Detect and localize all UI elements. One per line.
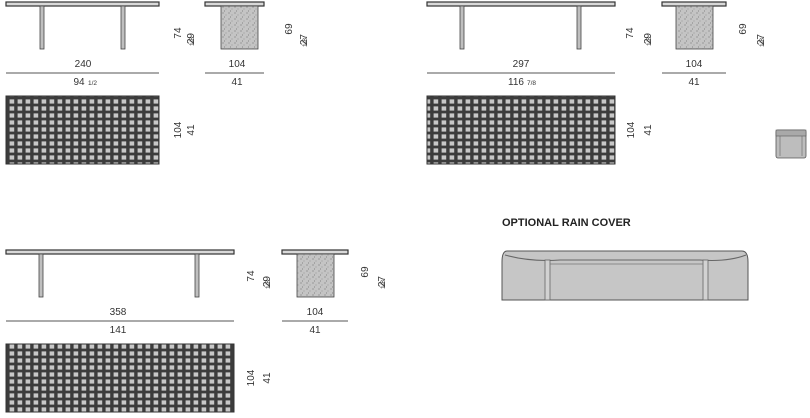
base-height-in-fraction: 1/8 (759, 38, 766, 47)
plan-width-cm-label: 104 (626, 121, 637, 138)
stone-base (296, 253, 335, 298)
length-in-label: 116 (508, 77, 524, 88)
base-height-in-label: 27 (299, 34, 310, 46)
height-in-fraction: 1/8 (189, 37, 196, 46)
table-leg (39, 5, 45, 50)
length-cm-label: 358 (110, 307, 127, 318)
stone-base (220, 5, 259, 50)
base-height-in-fraction: 1/8 (302, 38, 309, 47)
table-240-group: 240 94 1/2 74 29 1/8 104 41 69 27 1/8 10… (5, 1, 310, 165)
width-cm-label: 104 (686, 59, 703, 70)
tabletop-edge (204, 1, 265, 7)
table-297-group: 297 116 7/8 74 29 1/8 104 41 69 27 1/8 1… (426, 1, 807, 165)
table-358-end-view (281, 249, 349, 298)
height-cm-label: 74 (625, 27, 636, 39)
rain-cover-title: OPTIONAL RAIN COVER (502, 217, 631, 229)
tabletop-edge (281, 249, 349, 255)
rain-cover-thumbnail (775, 129, 807, 159)
rain-cover-group: OPTIONAL RAIN COVER (501, 217, 749, 301)
base-height-cm-label: 69 (284, 23, 295, 35)
table-358-side-view (5, 249, 235, 298)
table-leg (120, 5, 126, 50)
plan-width-cm-label: 104 (246, 369, 257, 386)
width-cm-label: 104 (307, 307, 324, 318)
tabletop-edge (5, 249, 235, 255)
length-in-label: 141 (110, 325, 127, 336)
width-in-label: 41 (231, 77, 243, 88)
table-240-plan-view (5, 95, 160, 165)
height-in-label: 29 (186, 33, 197, 45)
tabletop-edge (5, 1, 160, 7)
height-in-fraction: 1/8 (265, 280, 272, 289)
tabletop-edge (426, 1, 616, 7)
table-297-plan-view (426, 95, 616, 165)
table-240-end-view (204, 1, 265, 50)
base-height-in-label: 27 (377, 276, 388, 288)
table-297-side-view (426, 1, 616, 50)
rain-cover-leg-right (702, 259, 709, 301)
base-height-in-fraction: 1/8 (380, 280, 387, 289)
rain-cover-body (501, 250, 749, 301)
table-leg (194, 253, 200, 298)
table-297-end-view (661, 1, 727, 50)
length-in-label: 94 (73, 77, 85, 88)
height-cm-label: 74 (246, 270, 257, 282)
table-240-side-view (5, 1, 160, 50)
plan-width-in-label: 41 (262, 372, 273, 384)
plan-width-in-label: 41 (643, 124, 654, 136)
height-cm-label: 74 (173, 27, 184, 39)
table-leg (459, 5, 465, 50)
table-358-group: 358 141 74 29 1/8 104 41 69 27 1/8 104 4… (5, 249, 388, 413)
base-height-cm-label: 69 (738, 23, 749, 35)
plan-width-in-label: 41 (186, 124, 197, 136)
width-in-label: 41 (309, 325, 321, 336)
height-in-label: 29 (262, 276, 273, 288)
length-cm-label: 297 (513, 59, 530, 70)
plan-width-cm-label: 104 (173, 121, 184, 138)
tabletop-edge (661, 1, 727, 7)
height-in-label: 29 (643, 33, 654, 45)
length-cm-label: 240 (75, 59, 92, 70)
table-358-plan-view (5, 343, 235, 413)
rain-cover-top-edge (504, 254, 747, 261)
length-in-fraction: 1/2 (88, 80, 97, 87)
table-leg (38, 253, 44, 298)
height-in-fraction: 1/8 (646, 37, 653, 46)
width-cm-label: 104 (229, 59, 246, 70)
rain-cover-drawing (501, 250, 749, 301)
length-in-fraction: 7/8 (527, 80, 536, 87)
width-in-label: 41 (688, 77, 700, 88)
base-height-in-label: 27 (756, 34, 767, 46)
rain-cover-leg-left (544, 259, 551, 301)
stone-base (675, 5, 714, 50)
base-height-cm-label: 69 (360, 266, 371, 278)
table-leg (576, 5, 582, 50)
